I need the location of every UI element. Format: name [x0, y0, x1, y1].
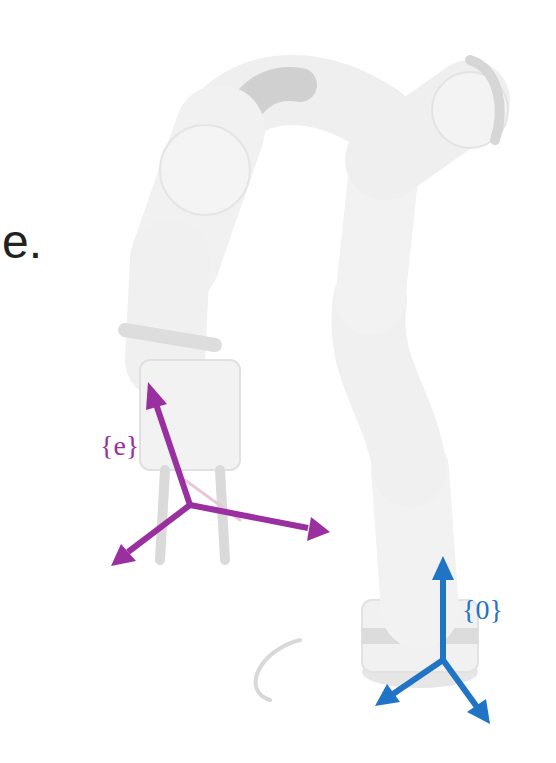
frame-label: {0} — [462, 596, 503, 624]
robot-arm — [125, 60, 508, 700]
base-frame — [375, 556, 490, 724]
cut-off-text: e. — [2, 218, 42, 266]
frame-label: {e} — [100, 432, 139, 460]
end-effector-frame — [111, 382, 330, 566]
